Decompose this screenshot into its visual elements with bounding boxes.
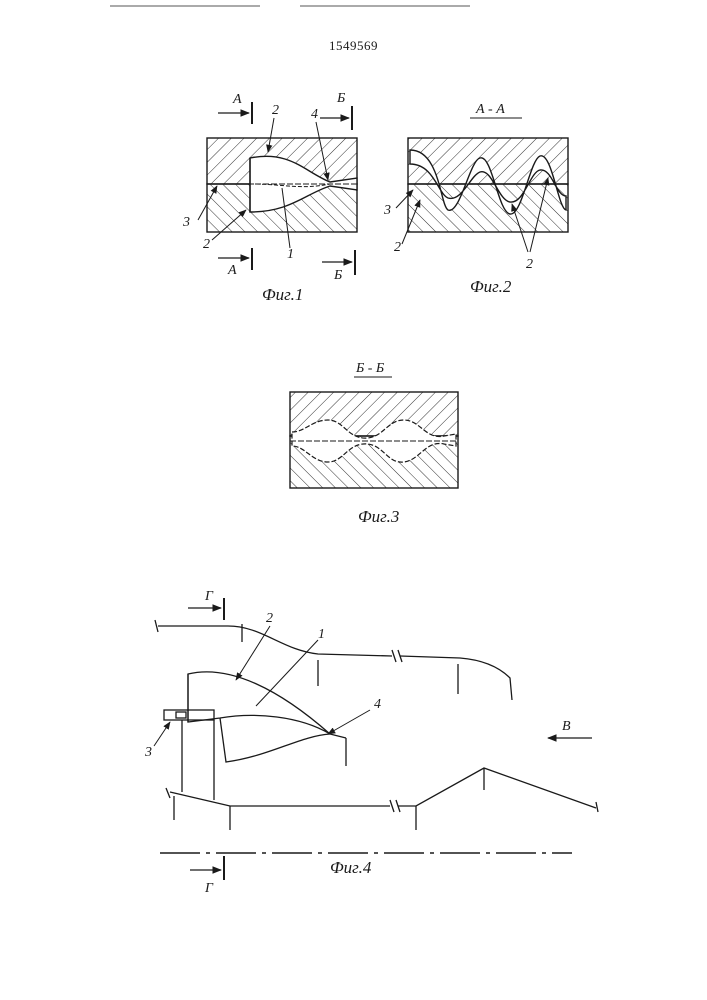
fig3-caption: Фиг.3	[358, 507, 399, 526]
fig2-section-title: А - А	[475, 102, 505, 117]
figure-2: А - А 3 2 2 Фиг.2	[383, 102, 568, 296]
fig4-vane-lower	[220, 718, 330, 762]
fig2-lower-plate	[408, 184, 568, 232]
fig2-label-3: 3	[383, 203, 391, 218]
fig4-upper-contour	[158, 626, 512, 700]
fig1-section-a-bottom: А	[227, 263, 237, 278]
fig4-label-1: 1	[318, 627, 325, 642]
figure-4	[154, 598, 598, 880]
fig1-section-b-bottom: Б	[333, 268, 342, 283]
fig4-label-flow: В	[562, 719, 571, 734]
fig4-section-g-top: Г	[204, 589, 214, 604]
fig1-label-3: 3	[182, 215, 190, 230]
fig1-label-4: 4	[311, 107, 318, 122]
fig4-label-3: 3	[144, 745, 152, 760]
fig4-section-g-bottom: Г	[204, 881, 214, 896]
fig4-lower-contour	[170, 768, 596, 808]
figure-3: Б - Б Фиг.3	[290, 361, 458, 526]
fig1-caption: Фиг.1	[262, 285, 303, 304]
fig4-label-4: 4	[374, 697, 381, 712]
figure-4-labels: Г 2 1 4 3 В Фиг.4 Г	[144, 589, 571, 896]
fig1-section-a-top: А	[232, 92, 242, 107]
figure-1: А 2 4 Б 3 2 1 А Б Фиг.1	[182, 91, 357, 304]
fig4-holder	[164, 710, 214, 720]
fig1-section-b-top: Б	[336, 91, 345, 106]
fig4-caption: Фиг.4	[330, 858, 372, 877]
fig2-label-2-left: 2	[394, 240, 401, 255]
fig1-label-1: 1	[287, 247, 294, 262]
fig1-label-2-bottom: 2	[203, 237, 210, 252]
fig2-label-2-right: 2	[526, 257, 533, 272]
fig1-label-2-top: 2	[272, 103, 279, 118]
fig4-label-2: 2	[266, 611, 273, 626]
fig3-section-title: Б - Б	[355, 361, 384, 376]
fig2-caption: Фиг.2	[470, 277, 512, 296]
